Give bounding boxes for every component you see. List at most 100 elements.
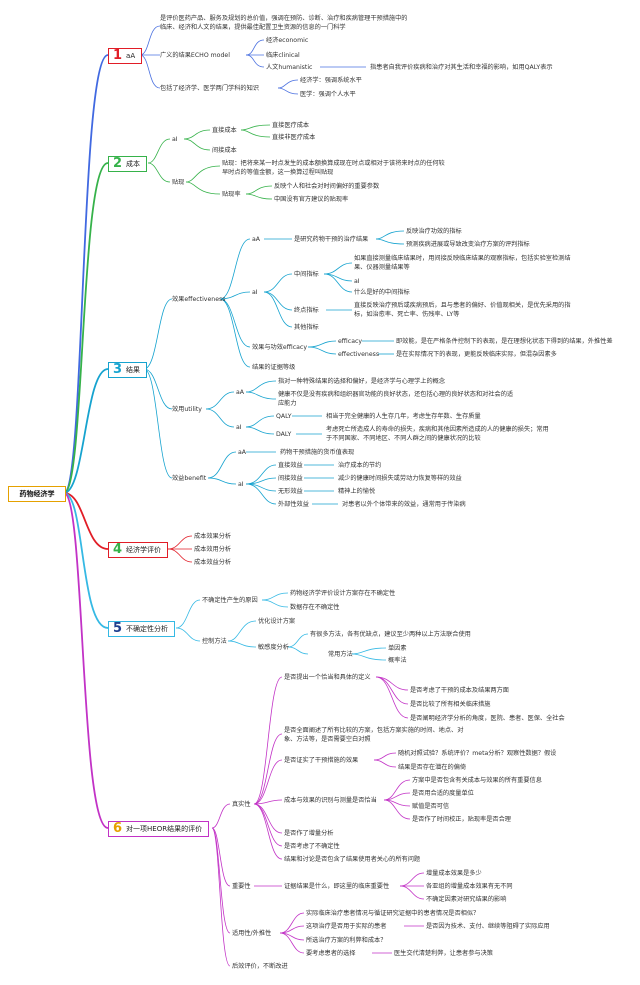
b6-r4b: 是否用合适的度量单位 [412,790,474,797]
branch-4-label: 经济学评价 [126,546,162,554]
b3-evidence-level: 结果的证据等级 [252,364,296,371]
b3-be1: aA [238,449,247,456]
b3-efficacy: efficacy [338,338,363,345]
b6-m1b: 各亚组的增量成本效果有无不同 [426,883,513,890]
b2-discount-rate: 贴现率 [222,191,241,198]
b2-indirect-cost: 间接成本 [212,147,237,154]
b3-direct-benefit: 直接效益 [278,462,303,469]
b3-intangible-benefit-desc: 精神上的愉悦 [338,488,376,495]
b3-u2: aI [236,424,242,431]
b3-daly-desc: 考虑死亡所造成人的寿命的损失，疾病和其他因素所造成的人的健康的损失；常用于不同国… [326,426,549,442]
b3-effectiveness-term: effectiveness [338,351,380,358]
b6-r1b: 是否比较了所有相关临床措施 [410,701,491,708]
b3-qaly-desc: 相当于完全健康的人生存几年，考虑生存年数、生存质量 [326,413,481,420]
b3-u1: aA [236,389,245,396]
b3-be1-desc: 药物干预措施的货币值表现 [280,449,355,456]
b2-rate-param: 反映个人和社会对时间偏好的重要参数 [274,183,380,190]
b6-r2: 是否全面阐述了所有比较的方案，包括方案实施的时间、地点、对象、方法等，是否需要空… [284,727,464,743]
b6-r3a: 随机对照试验？系统评价？meta分析？观察性数据？假设 [398,750,557,757]
b3-u1-health: 健康不仅是没有疾病和组织器官功能的良好状态，还包括心理的良好状态和对社会的适应能… [278,391,514,407]
b4-cba: 成本效益分析 [194,559,232,566]
b5-cause-data: 数据存在不确定性 [290,604,340,611]
b1-echo-model: 广义的结果ECHO model [160,52,230,59]
b3-endpoint: 终点指标 [294,307,319,314]
b6-r4a: 方案中是否包含有关成本与效果的所有重要信息 [412,777,542,784]
b5-optimize: 优化设计方案 [258,618,296,625]
b1-humanistic-desc: 指患者自我评价疾病和治疗对其生活和幸福的影响，如用QALY表示 [370,64,553,71]
b6-ap4a: 医生交代清楚利弊，让患者参与决策 [394,950,493,957]
b5-probabilistic: 概率法 [388,657,407,664]
b5-single-factor: 单因素 [388,645,407,652]
branch-5-number: 5 [113,621,123,636]
branch-2-label: 成本 [126,160,141,168]
b1-definition: 是评价医药产品、服务及规划的总价值，强调在预防、诊断、治疗和疾病管理干预措施中的… [160,15,408,31]
b3-efficacy-desc: 即效能，是在严格条件控制下的表现，是在理想化状态下得到的结果，外推性差 [396,338,613,345]
branch-1-label: aA [126,52,136,60]
b6-importance: 重要性 [232,883,251,890]
b3-e1-desc: 是研究药物干预的治疗结果 [294,236,369,243]
b3-intangible-benefit: 无形效益 [278,488,303,495]
b6-r1: 是否提出一个恰当和具体的定义 [284,674,371,681]
b1-clinical: 临床clinical [266,52,300,59]
b2-direct-nonmedical: 直接非医疗成本 [272,134,316,141]
b5-cause-design: 药物经济学评价设计方案存在不确定性 [290,590,396,597]
b3-qaly: QALY [276,413,292,420]
b3-be2: aI [238,481,244,488]
b3-e2: aI [252,289,258,296]
b3-other-indicators: 其他指标 [294,324,319,331]
b3-intermediate-a: aI [354,278,360,285]
b6-m1a: 增量成本效果是多少 [426,870,482,877]
branch-3-number: 3 [113,362,123,377]
b2-rate-china: 中国没有官方建议的贴现率 [274,196,349,203]
b6-ap2: 这项治疗是否用于实际的患者 [306,923,387,930]
b3-effectiveness-desc: 是在实际情况下的表现，更能反映临床实际，但混杂因素多 [396,351,557,358]
b2-direct-medical: 直接医疗成本 [272,122,310,129]
b5-sensitivity: 敏感度分析 [258,644,289,651]
b6-ap3: 所选治疗方案的利弊和成本？ [306,937,387,944]
b4-cua: 成本效用分析 [194,546,232,553]
branch-6-label: 对一项HEOR结果的评价 [126,825,203,833]
b3-efficacy-compare: 效果与功效efficacy [252,344,307,351]
b6-m1c: 不确定因素对研究结果的影响 [426,896,507,903]
b3-indirect-benefit-desc: 减少的健康时间损失或劳动力恢复等样的效益 [338,475,462,482]
b3-intermediate-desc: 如果直接测量临床结果时，用间接反映临床结果的观察指标，包括实验室检测结果、仪器测… [354,255,571,271]
b6-validity: 真实性 [232,801,251,808]
b6-ap4: 要考虑患者的选择 [306,950,356,957]
b2-discount: 贴现 [172,179,185,186]
b2-discount-def: 贴现：把将来某一时点发生的成本额换算成现在时点或相对于该将来时点的任何较早时点的… [222,160,445,176]
b5-methods-desc: 有很多方法，各有优缺点，建议至少两种以上方法联合使用 [310,631,471,638]
b6-r6: 是否考虑了不确定性 [284,843,340,850]
b3-utility: 效用utility [172,406,202,413]
b3-endpoint-desc: 直接反映治疗预后或疾病预后，且与患者的偏好、价值观相关，是优先采用的指标，如治愈… [354,302,571,318]
b6-ap2a: 是否因为技术、支付、继续等阻碍了实际应用 [426,923,550,930]
branch-6-number: 6 [113,821,123,836]
b1-economic: 经济economic [266,37,309,44]
b1-disciplines: 包括了经济学、医学两门学科的知识 [160,85,259,92]
root-node: 药物经济学 [8,486,66,502]
b6-ap1: 实际临床治疗患者情况与循证研究证据中的患者情况是否相似？ [306,910,480,917]
b3-indirect-benefit: 间接效益 [278,475,303,482]
b3-external-benefit: 外部性效益 [278,501,309,508]
b6-r3: 是否证实了干预措施的效果 [284,757,359,764]
b3-good-intermediate: 什么是好的中间指标 [354,289,410,296]
b3-external-benefit-desc: 对患者以外个体带来的效益，通常用于传染病 [342,501,466,508]
b6-followup: 后效评价，不断改进 [232,963,288,970]
b2-a: aI [172,136,178,143]
b6-r1a: 是否考虑了干预的成本及结果两方面 [410,687,509,694]
b1-medicine-level: 医学：强调个人水平 [300,91,356,98]
b3-effectiveness: 效果effectiveness [172,296,226,303]
b3-intermediate: 中间指标 [294,271,319,278]
b1-humanistic: 人文humanistic [266,64,313,71]
b6-r1c: 是否阐明经济学分析的角度，医院、患者、医保、全社会 [410,715,565,722]
b1-economics-level: 经济学：强调系统水平 [300,77,362,84]
b3-direct-benefit-desc: 治疗成本的节约 [338,462,382,469]
b6-r5: 是否作了增量分析 [284,830,334,837]
